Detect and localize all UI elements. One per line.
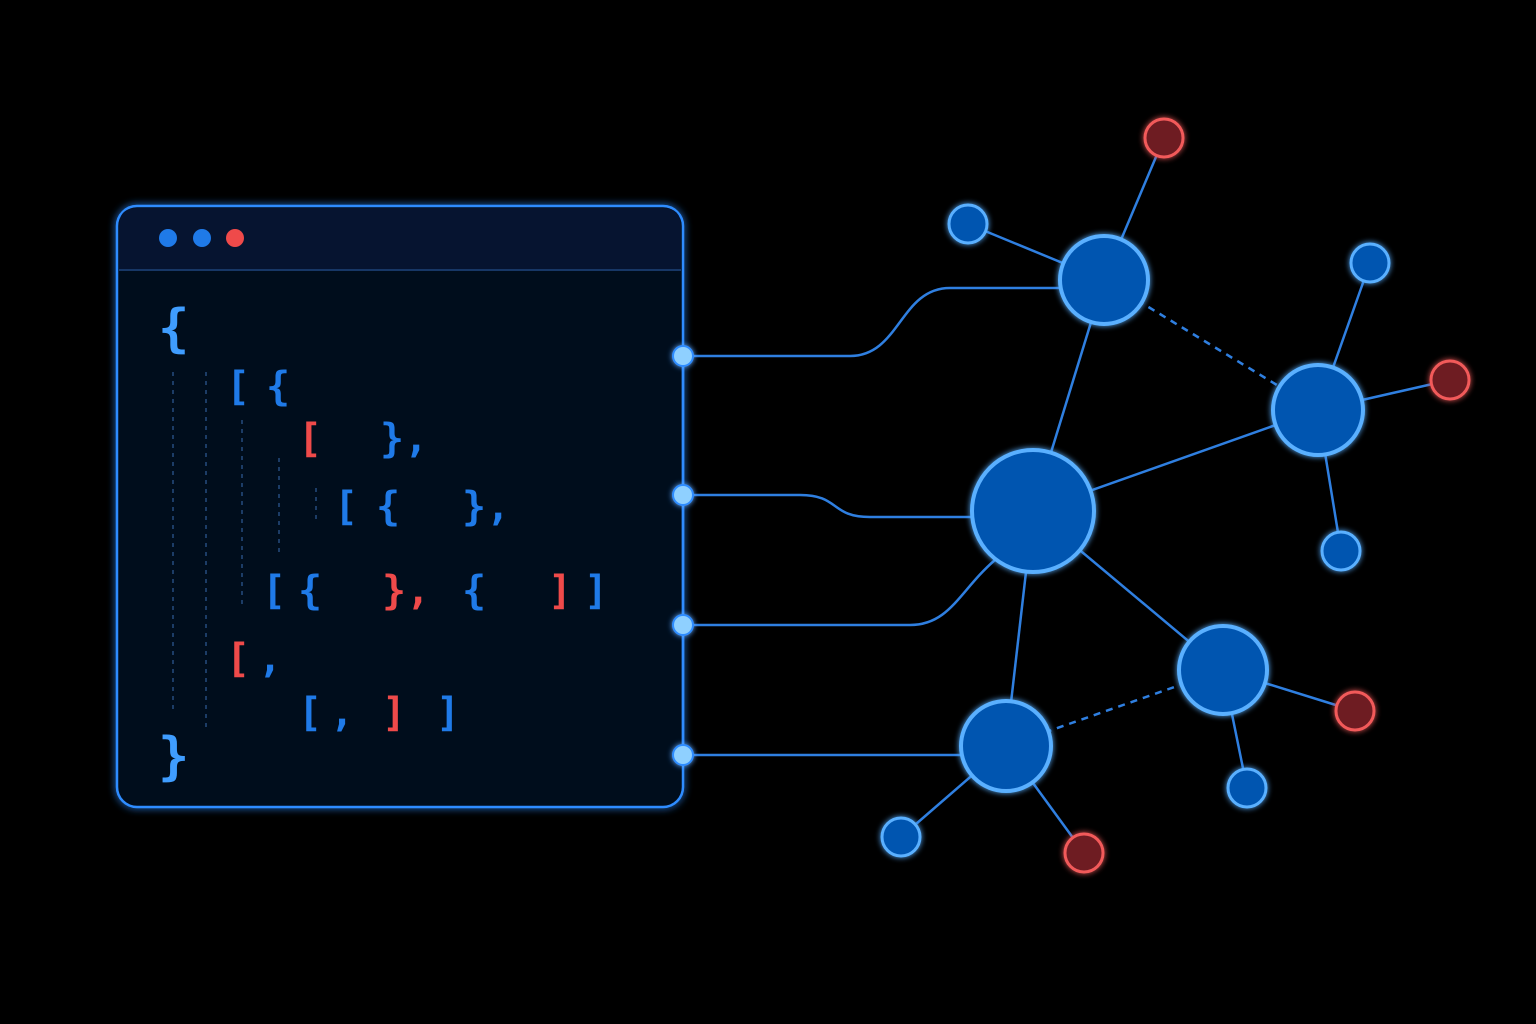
- hub-node: [1058, 234, 1150, 326]
- hub-node: [970, 448, 1096, 574]
- connectors: [681, 286, 1060, 757]
- code-token: [: [298, 416, 322, 462]
- indent-guides: [172, 372, 317, 730]
- code-token: ]: [436, 690, 460, 736]
- port-dot: [672, 484, 694, 506]
- code-token: {: [298, 568, 322, 614]
- code-token: {: [376, 484, 400, 530]
- code-token: [: [226, 636, 250, 682]
- leaf-node-red: [1143, 117, 1185, 159]
- window-control-dot: [226, 229, 244, 247]
- code-token: },: [380, 416, 428, 462]
- leaf-node: [1320, 530, 1362, 572]
- port-dot: [672, 345, 694, 367]
- code-token: ]: [382, 690, 406, 736]
- leaf-node: [1349, 242, 1391, 284]
- connector-line: [683, 493, 972, 519]
- connector-line: [683, 559, 996, 627]
- code-block: {[{[},[{},[{},{]][,[,]]}: [158, 299, 608, 787]
- code-token: [: [226, 364, 250, 410]
- window-control-dot: [159, 229, 177, 247]
- leaf-node-red: [1334, 690, 1376, 732]
- port-dot: [672, 614, 694, 636]
- code-token: },: [462, 484, 510, 530]
- code-token: [: [334, 484, 358, 530]
- hub-node: [1177, 624, 1269, 716]
- graph-nodes: [880, 117, 1471, 874]
- leaf-node-red: [1429, 359, 1471, 401]
- code-token: ]: [548, 568, 572, 614]
- leaf-node-red: [1063, 832, 1105, 874]
- code-token: [: [298, 690, 322, 736]
- hub-node: [959, 699, 1053, 793]
- leaf-node: [947, 203, 989, 245]
- connector-line: [683, 286, 1060, 358]
- code-token: [: [262, 568, 286, 614]
- hub-node: [1271, 363, 1365, 457]
- code-token: {: [158, 299, 189, 359]
- code-token: ,: [330, 690, 354, 736]
- code-token: {: [266, 364, 290, 410]
- code-token: ]: [584, 568, 608, 614]
- code-window: {[{[},[{},[{},{]][,[,]]}: [115, 204, 685, 809]
- port-dot: [672, 744, 694, 766]
- connector-ports: [672, 345, 694, 766]
- code-token: {: [462, 568, 486, 614]
- leaf-node: [880, 816, 922, 858]
- code-token: ,: [258, 636, 282, 682]
- window-control-dot: [193, 229, 211, 247]
- code-window-titlebar: [119, 208, 681, 270]
- window-controls: [159, 229, 244, 247]
- code-token: },: [382, 568, 430, 614]
- leaf-node: [1226, 767, 1268, 809]
- code-token: }: [158, 727, 189, 787]
